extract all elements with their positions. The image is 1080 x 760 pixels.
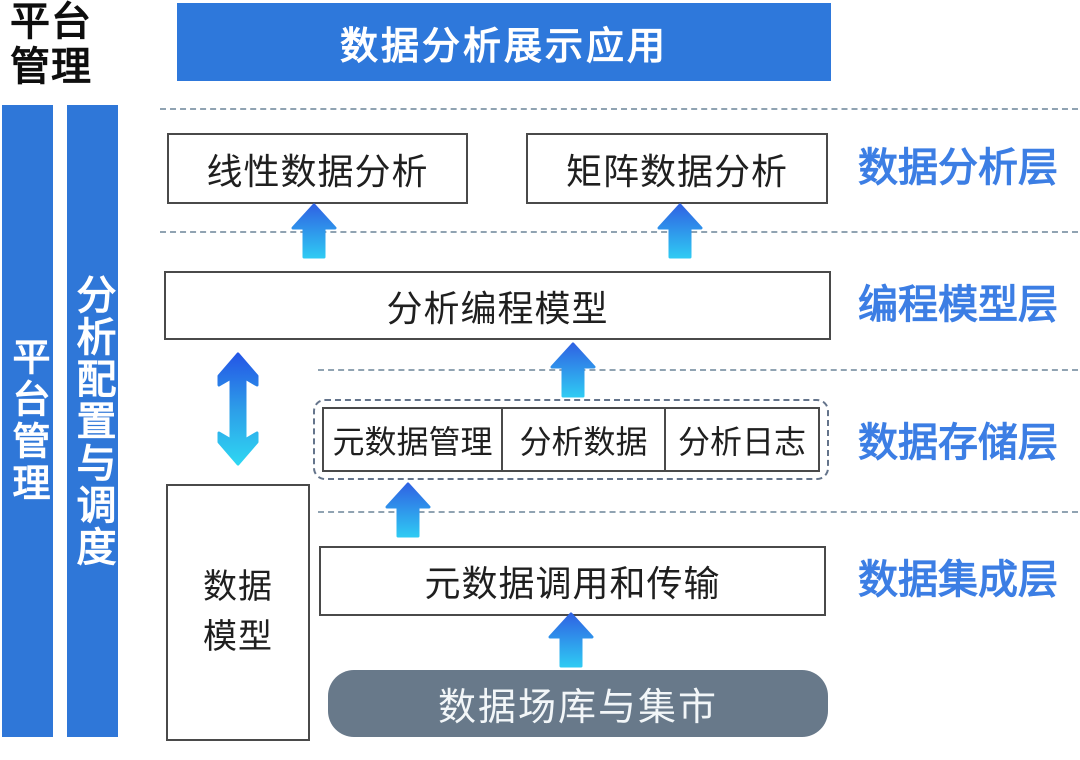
box-data-model-label: 数据模型 <box>202 568 273 656</box>
corner-title: 平台管理 <box>10 0 92 90</box>
corner-title-line2: 管理 <box>10 44 92 89</box>
up-arrow-icon <box>385 482 431 538</box>
layer-divider-1 <box>160 108 1078 110</box>
box-programming-model-label: 分析编程模型 <box>386 287 609 329</box>
sidebar-platform-management-label: 平台管理 <box>6 337 48 505</box>
label-data-storage-layer-text: 数据存储层 <box>858 421 1058 465</box>
double-arrow-icon <box>217 352 259 466</box>
storage-cells-box: 元数据管理 分析数据 分析日志 <box>322 407 820 472</box>
label-programming-model-layer: 编程模型层 <box>858 285 1068 325</box>
box-linear-data-analysis-label: 线性数据分析 <box>206 150 429 192</box>
sidebar-analysis-config: 分析配置与调度 <box>67 105 118 737</box>
box-data-warehouse-mart-label: 数据场库与集市 <box>437 687 718 729</box>
box-programming-model: 分析编程模型 <box>164 271 831 340</box>
cell-analysis-log: 分析日志 <box>664 409 818 470</box>
top-banner: 数据分析展示应用 <box>177 3 831 81</box>
box-data-warehouse-mart: 数据场库与集市 <box>328 670 828 737</box>
up-arrow-icon <box>657 203 703 259</box>
box-metadata-transfer-label: 元数据调用和传输 <box>424 563 721 604</box>
up-arrow-icon <box>291 203 337 259</box>
label-data-analysis-layer: 数据分析层 <box>858 148 1068 188</box>
layer-divider-2 <box>160 231 1078 233</box>
box-matrix-data-analysis-label: 矩阵数据分析 <box>565 150 788 192</box>
label-data-integration-layer-text: 数据集成层 <box>858 558 1058 602</box>
cell-analysis-data: 分析数据 <box>501 409 664 470</box>
layer-divider-3 <box>318 369 1078 371</box>
sidebar-analysis-config-label: 分析配置与调度 <box>70 274 115 568</box>
box-linear-data-analysis: 线性数据分析 <box>167 133 468 204</box>
layer-divider-4 <box>318 511 1078 513</box>
label-data-storage-layer: 数据存储层 <box>858 423 1068 463</box>
cell-analysis-data-label: 分析数据 <box>519 423 648 460</box>
storage-dashed-container: 元数据管理 分析数据 分析日志 <box>313 399 829 480</box>
up-arrow-icon <box>550 342 596 398</box>
label-programming-model-layer-text: 编程模型层 <box>858 283 1058 327</box>
top-banner-label: 数据分析展示应用 <box>339 25 668 68</box>
label-data-analysis-layer-text: 数据分析层 <box>858 146 1058 190</box>
cell-analysis-log-label: 分析日志 <box>677 423 806 460</box>
cell-metadata-management-label: 元数据管理 <box>332 423 493 460</box>
sidebar-platform-management: 平台管理 <box>2 105 53 737</box>
box-data-model: 数据模型 <box>166 484 310 741</box>
box-metadata-transfer: 元数据调用和传输 <box>319 546 826 616</box>
label-data-integration-layer: 数据集成层 <box>858 560 1068 600</box>
cell-metadata-management: 元数据管理 <box>324 409 501 470</box>
corner-title-line1: 平台 <box>10 0 92 44</box>
box-matrix-data-analysis: 矩阵数据分析 <box>526 133 828 204</box>
up-arrow-icon <box>548 612 594 668</box>
